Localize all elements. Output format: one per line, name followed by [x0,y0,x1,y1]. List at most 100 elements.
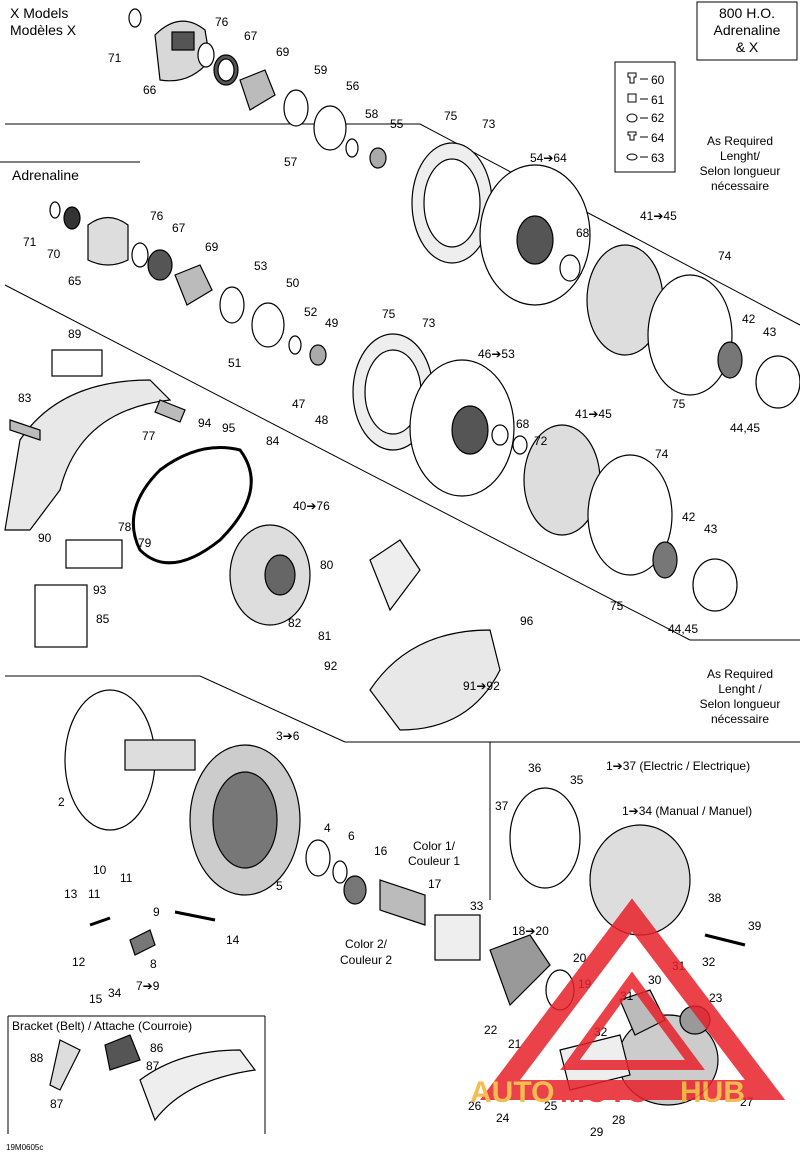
bolt-icon [627,72,637,84]
watermark-moto: MOTO [560,1076,649,1109]
part-shapes [4,8,800,1122]
callout: 69 [276,45,290,59]
callout: 76 [215,15,229,29]
callout: 48 [315,413,329,427]
legend-row-60: 60 [627,72,665,87]
legend-row-62: 62 [626,111,665,125]
callout: 32 [702,955,716,969]
svg-text:62: 62 [651,111,665,125]
svg-text:Couleur 1: Couleur 1 [408,854,460,868]
callout: 89 [68,327,82,341]
callout: 40➔76 [293,499,330,513]
callout: 75 [444,109,458,123]
svg-text:As Required: As Required [707,134,773,148]
callout: 23 [709,991,723,1005]
washer-icon [626,153,638,161]
callout: 38 [708,891,722,905]
callout: 41➔45 [575,407,612,421]
callout: 54➔64 [530,151,567,165]
legend-row-64: 64 [627,131,665,145]
callout: 55 [390,117,404,131]
callout: 90 [38,531,52,545]
callout: 5 [276,879,283,893]
svg-text:61: 61 [651,93,665,107]
callout: 59 [314,63,328,77]
callout: 8 [150,957,157,971]
callout: 22 [484,1023,498,1037]
callout: 14 [226,933,240,947]
callout: 21 [508,1037,522,1051]
callout: 50 [286,276,300,290]
callout: 75 [672,397,686,411]
svg-text:Lenght/: Lenght/ [720,149,761,163]
svg-text:Selon longueur: Selon longueur [700,697,781,711]
callout: 7➔9 [136,979,160,993]
callout: 75 [610,599,624,613]
svg-text:nécessaire: nécessaire [711,179,769,193]
callout: 65 [68,274,82,288]
electric-note: 1➔37 (Electric / Electrique) [606,759,750,773]
as-required-note-top: As Required Lenght/ Selon longueur néces… [700,134,781,193]
adrenaline-title: Adrenaline [12,167,79,183]
callout: 69 [205,240,219,254]
callout: 82 [288,616,302,630]
callout: 37 [495,799,509,813]
callout: 43 [763,325,777,339]
callout: 3➔6 [276,729,300,743]
callout: 88 [30,1051,44,1065]
callout: 33 [470,899,484,913]
callout: 34 [108,986,122,1000]
callout: 10 [93,863,107,877]
model-box-line3: & X [736,39,759,55]
callout: 67 [244,29,258,43]
svg-text:Couleur 2: Couleur 2 [340,953,392,967]
callout: 26 [468,1099,482,1113]
callout: 87 [146,1059,160,1073]
callout: 12 [72,955,86,969]
callout: 71 [23,235,37,249]
nut-icon [627,93,637,103]
washer-icon [626,113,638,123]
manual-note: 1➔34 (Manual / Manuel) [622,804,752,818]
callout: 29 [590,1125,604,1139]
triangle-logo-icon [479,898,786,1100]
callout: 53 [254,259,268,273]
svg-text:64: 64 [651,131,665,145]
callout: 68 [516,417,530,431]
watermark-auto: AUTO [470,1076,554,1109]
callout: 83 [18,391,32,405]
callout: 35 [570,773,584,787]
callout: 84 [266,434,280,448]
callout: 72 [534,434,548,448]
callout: 36 [528,761,542,775]
svg-text:Color 2/: Color 2/ [345,937,388,951]
svg-text:Selon longueur: Selon longueur [700,164,781,178]
callout: 39 [748,919,762,933]
callout: 28 [612,1113,626,1127]
as-required-note-mid: As Required Lenght / Selon longueur néce… [700,667,781,726]
svg-text:nécessaire: nécessaire [711,712,769,726]
callout: 51 [228,356,242,370]
callout: 11 [120,871,133,885]
callouts: 71 66 76 67 69 59 56 58 55 57 75 73 54➔6… [18,15,777,1139]
model-box-line1: 800 H.O. [719,5,775,21]
hardware-legend: 60 61 62 64 63 [614,61,676,173]
callout: 42 [742,312,756,326]
color2-note: Color 2/ Couleur 2 [340,937,392,967]
callout: 20 [573,951,587,965]
callout: 44,45 [730,421,760,435]
callout: 4 [324,821,331,835]
x-models-title: X Models [10,5,68,21]
svg-text:Lenght /: Lenght / [718,682,762,696]
callout: 66 [143,83,157,97]
callout: 11 [88,887,101,901]
model-box-line2: Adrenaline [714,22,781,38]
x-models-title-fr: Modèles X [10,22,77,38]
callout: 42 [682,510,696,524]
watermark-hub: HUB [680,1076,745,1109]
svg-text:Color 1/: Color 1/ [413,839,456,853]
callout: 6 [348,829,355,843]
callout: 24 [496,1111,510,1125]
